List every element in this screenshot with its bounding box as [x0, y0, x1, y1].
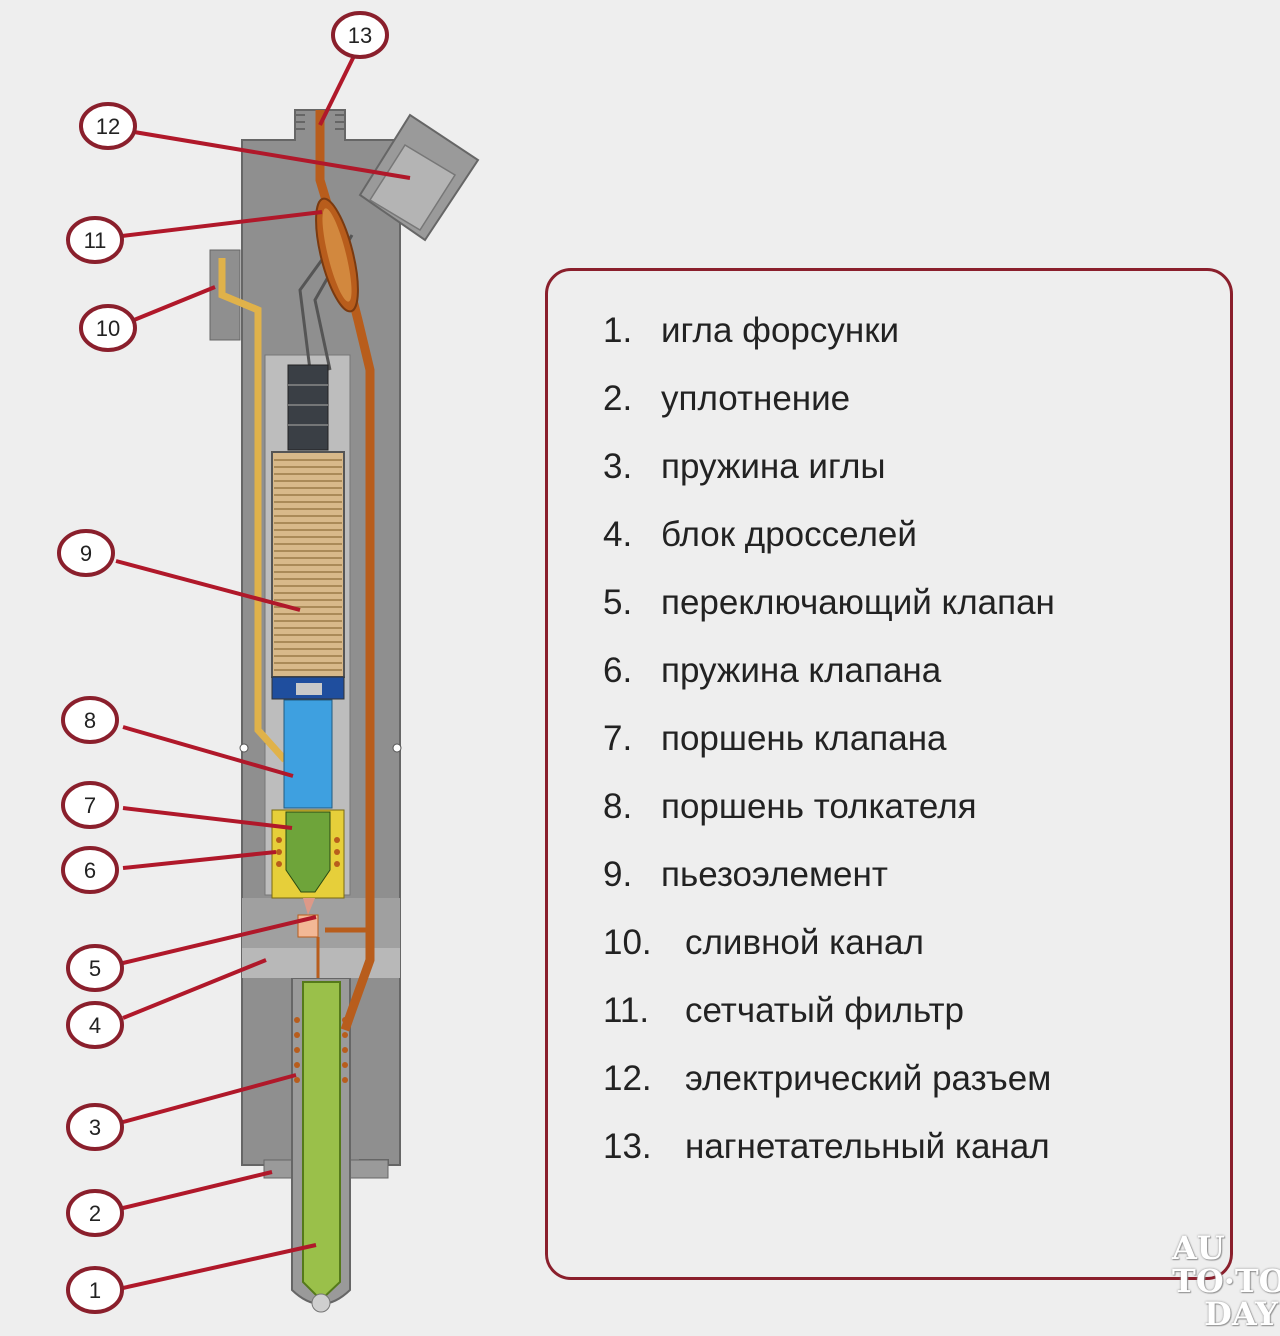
callout-label: 6: [84, 858, 96, 883]
watermark-line-3: DAY: [1204, 1295, 1278, 1333]
callout-2: 2: [66, 1189, 124, 1237]
legend-item: 8. поршень толкателя: [603, 785, 1055, 853]
legend-item: 7. поршень клапана: [603, 717, 1055, 785]
legend-item: 6. пружина клапана: [603, 649, 1055, 717]
mesh-filter: [315, 197, 359, 313]
legend-item-number: 12.: [603, 1059, 652, 1098]
legend-item-number: 2.: [603, 379, 633, 418]
legend-item-number: 3.: [603, 447, 633, 486]
legend-item-number: 6.: [603, 651, 633, 690]
injector-body: [241, 109, 480, 1305]
legend-item-number: 4.: [603, 515, 633, 554]
callout-13: 13: [331, 11, 389, 59]
legend-item-number: 1.: [603, 311, 633, 350]
legend-item: 2. уплотнение: [603, 377, 1055, 445]
legend-item-text: электрический разъем: [685, 1059, 1052, 1098]
injector-needle: [302, 981, 341, 1302]
callout-label: 9: [80, 541, 92, 566]
legend-item-text: переключающий клапан: [661, 583, 1055, 622]
legend-item-text: сливной канал: [685, 923, 924, 962]
callout-label: 5: [89, 956, 101, 981]
legend-item: 9. пьезоэлемент: [603, 853, 1055, 921]
legend-item-number: 9.: [603, 855, 633, 894]
legend-item: 5. переключающий клапан: [603, 581, 1055, 649]
legend-item-text: блок дросселей: [661, 515, 917, 554]
callout-10: 10: [79, 304, 137, 352]
callout-label: 11: [84, 228, 107, 253]
callout-9: 9: [57, 529, 115, 577]
legend-item-text: пьезоэлемент: [661, 855, 888, 894]
watermark-line-2: TO·TO: [1172, 1262, 1280, 1300]
legend-item-number: 11.: [603, 991, 650, 1030]
callout-label: 2: [89, 1201, 101, 1226]
legend-item-number: 10.: [603, 923, 652, 962]
legend-item-text: уплотнение: [661, 379, 851, 418]
legend-list: 1. игла форсунки 2. уплотнение 3. пружина игл…: [603, 309, 1055, 1193]
legend-item: 10. сливной канал: [603, 921, 1055, 989]
legend-item: 1. игла форсунки: [603, 309, 1055, 377]
legend-item: 3. пружина иглы: [603, 445, 1055, 513]
callout-8: 8: [61, 696, 119, 744]
legend-item-text: игла форсунки: [661, 311, 900, 350]
callout-label: 12: [96, 114, 120, 139]
legend-item-text: поршень толкателя: [661, 787, 977, 826]
legend-box: 1. игла форсунки 2. уплотнение 3. пружина игл…: [545, 268, 1233, 1280]
callout-label: 3: [89, 1115, 101, 1140]
callout-label: 8: [84, 708, 96, 733]
legend-item: 13. нагнетательный канал: [603, 1125, 1055, 1193]
callout-4: 4: [66, 1001, 124, 1049]
callout-12: 12: [79, 102, 137, 150]
legend-item: 11. сетчатый фильтр: [603, 989, 1055, 1057]
legend-item: 4. блок дросселей: [603, 513, 1055, 581]
callout-label: 10: [96, 316, 120, 341]
callout-3: 3: [66, 1103, 124, 1151]
piezo-element: [271, 451, 345, 678]
callout-6: 6: [61, 846, 119, 894]
legend-item-text: поршень клапана: [661, 719, 947, 758]
legend-item-number: 13.: [603, 1127, 652, 1166]
legend-item-number: 5.: [603, 583, 633, 622]
callout-5: 5: [66, 944, 124, 992]
legend-item-number: 8.: [603, 787, 633, 826]
callout-label: 13: [348, 23, 372, 48]
fuel-channel: [315, 110, 375, 1032]
legend-item-number: 7.: [603, 719, 633, 758]
callout-1: 1: [66, 1266, 124, 1314]
legend-item-text: пружина клапана: [661, 651, 942, 690]
valve-piston: [285, 811, 331, 893]
callout-label: 7: [84, 793, 96, 818]
legend-item-text: сетчатый фильтр: [685, 991, 964, 1030]
callout-7: 7: [61, 781, 119, 829]
watermark-line-1: AU: [1172, 1229, 1225, 1267]
callout-label: 4: [89, 1013, 101, 1038]
callout-label: 1: [89, 1278, 101, 1303]
callout-11: 11: [66, 216, 124, 264]
legend-item-text: нагнетательный канал: [685, 1127, 1050, 1166]
legend-item: 12. электрический разъем: [603, 1057, 1055, 1125]
legend-item-text: пружина иглы: [661, 447, 886, 486]
push-piston: [283, 699, 333, 809]
auto-today-watermark: AU TO·TO DAY: [1172, 1229, 1280, 1333]
